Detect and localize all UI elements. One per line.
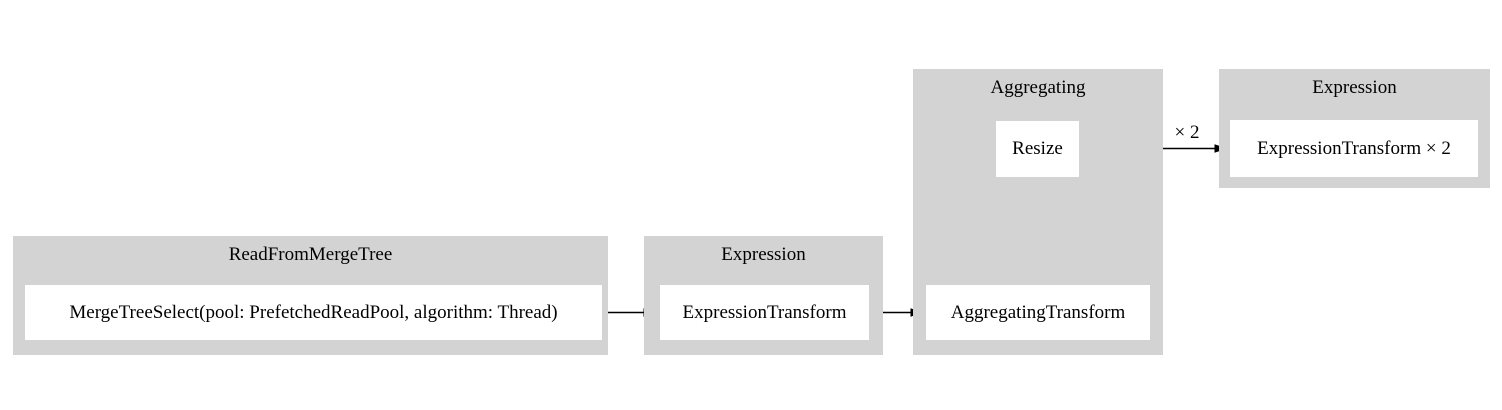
- node-resize: Resize: [996, 121, 1079, 177]
- cluster-expression-1-label: Expression: [721, 244, 806, 265]
- cluster-readfrommergetree: ReadFromMergeTree MergeTreeSelect(pool: …: [13, 236, 608, 355]
- edge-label-x2: × 2: [1174, 122, 1200, 143]
- cluster-expression-2: Expression ExpressionTransform × 2: [1219, 69, 1490, 188]
- cluster-expression-1: Expression ExpressionTransform: [644, 236, 883, 355]
- node-expressiontransform: ExpressionTransform: [660, 285, 869, 340]
- cluster-expression-2-label: Expression: [1312, 77, 1397, 98]
- node-expressiontransform-x2: ExpressionTransform × 2: [1230, 120, 1478, 177]
- node-aggregatingtransform: AggregatingTransform: [926, 285, 1150, 340]
- node-mergetreeselect: MergeTreeSelect(pool: PrefetchedReadPool…: [25, 285, 602, 340]
- cluster-aggregating: Aggregating Resize AggregatingTransform: [913, 69, 1163, 355]
- cluster-readfrommergetree-label: ReadFromMergeTree: [228, 244, 393, 265]
- cluster-aggregating-label: Aggregating: [990, 77, 1086, 98]
